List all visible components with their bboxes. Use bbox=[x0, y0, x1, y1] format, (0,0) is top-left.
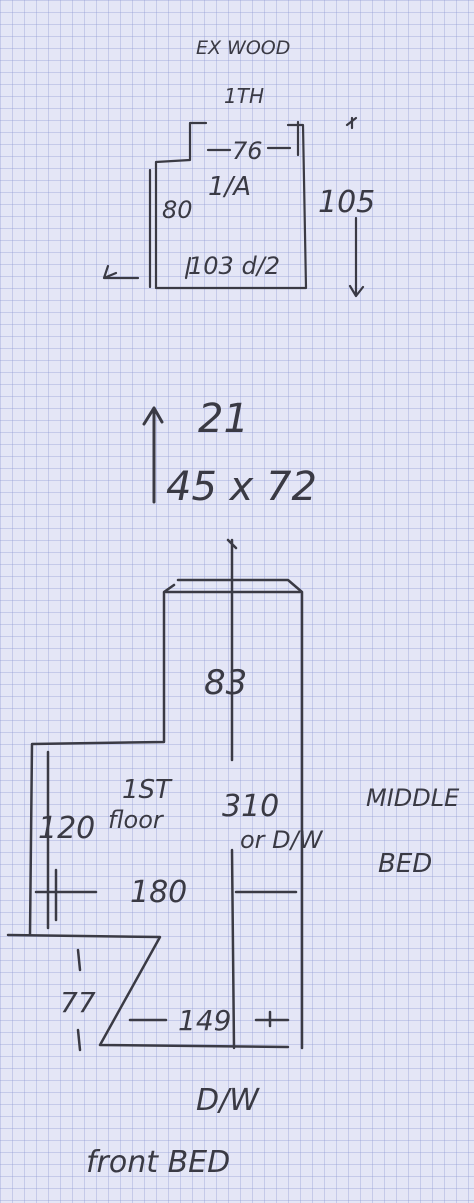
top-header-line2: 1TH bbox=[224, 84, 264, 108]
side-room-line1: MIDDLE bbox=[366, 784, 460, 812]
main-bottom-left-label: 77 bbox=[60, 986, 96, 1019]
top-width-label: 76 bbox=[232, 137, 263, 165]
top-room-label: 1/A bbox=[208, 172, 251, 202]
front-room-label: front BED bbox=[86, 1145, 230, 1180]
side-room-line2: BED bbox=[378, 849, 432, 879]
top-left-height-label: 80 bbox=[162, 196, 193, 224]
main-floor-label: 1ST bbox=[122, 775, 173, 805]
main-top-depth-label: 83 bbox=[204, 663, 247, 703]
main-left-depth-label: 120 bbox=[38, 811, 95, 846]
main-room-outline bbox=[6, 538, 304, 1052]
main-door-note: or D/W bbox=[240, 826, 324, 854]
top-header-line1: EX WOOD bbox=[196, 37, 290, 59]
top-bottom-width-label: 103 d/2 bbox=[188, 252, 280, 280]
main-middle-width-label: 180 bbox=[130, 875, 187, 910]
main-floor-word: floor bbox=[108, 806, 165, 834]
stairs-arrow bbox=[142, 406, 164, 504]
stairs-rise-label: 21 bbox=[198, 396, 249, 442]
top-room-outline bbox=[102, 116, 365, 298]
stairs-size-label: 45 x 72 bbox=[166, 464, 317, 510]
main-bottom-width-label: 149 bbox=[178, 1004, 231, 1037]
main-door-label: D/W bbox=[196, 1083, 260, 1118]
main-length-label: 310 bbox=[222, 789, 279, 824]
top-right-height-label: 105 bbox=[318, 185, 375, 220]
